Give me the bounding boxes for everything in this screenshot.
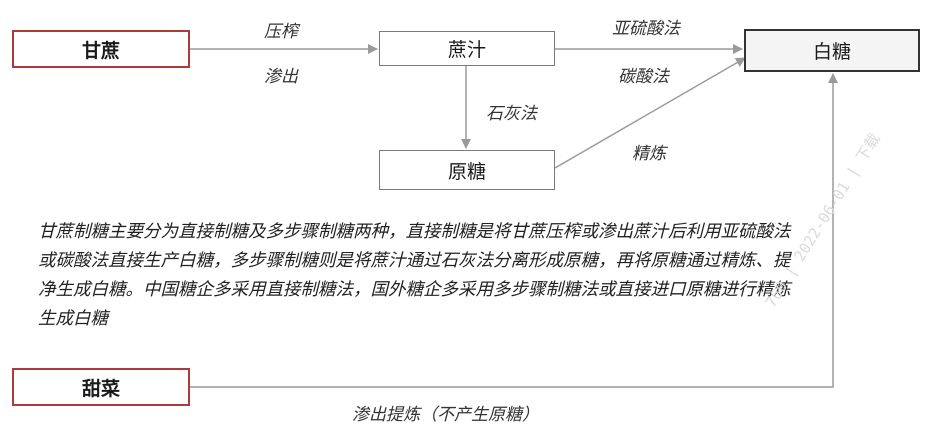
node-sugarcane-label: 甘蔗 — [81, 39, 120, 62]
node-cane-juice: 蔗汁 — [379, 31, 555, 66]
node-white-sugar-label: 白糖 — [812, 41, 851, 63]
node-sugar-beet-label: 甜菜 — [81, 377, 120, 400]
edge-label-lime: 石灰法 — [486, 104, 537, 124]
node-cane-juice-label: 蔗汁 — [447, 39, 486, 61]
edge-label-carbonation: 碳酸法 — [618, 67, 669, 87]
description-text: 甘蔗制糖主要分为直接制糖及多步骤制糖两种，直接制糖是将甘蔗压榨或渗出蔗汁后利用亚… — [38, 222, 791, 329]
node-white-sugar: 白糖 — [744, 29, 920, 72]
edge-label-leach: 渗出 — [264, 67, 298, 87]
edge-label-refine: 精炼 — [632, 144, 666, 164]
edge-label-press: 压榨 — [264, 22, 298, 42]
node-raw-sugar-label: 原糖 — [447, 160, 486, 183]
node-raw-sugar: 原糖 — [379, 150, 555, 190]
arrow-beet-to-white-sugar — [190, 73, 838, 388]
edge-label-sulfite: 亚硫酸法 — [612, 19, 680, 39]
arrow-raw-sugar-to-white-sugar — [554, 57, 746, 169]
node-sugar-beet: 甜菜 — [12, 368, 190, 406]
node-sugarcane: 甘蔗 — [12, 30, 190, 68]
edge-label-beet-process: 渗出提炼（不产生原糖） — [352, 405, 539, 425]
